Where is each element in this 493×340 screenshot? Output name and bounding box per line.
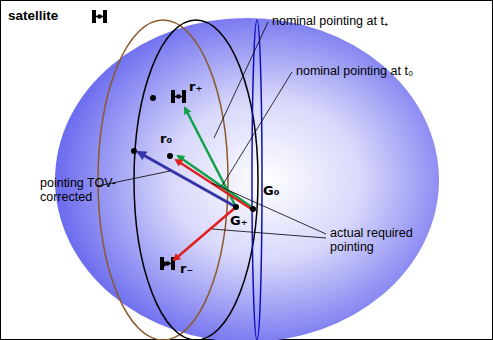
figure-title: satellite: [8, 8, 58, 24]
orbit-dot: [167, 153, 173, 159]
orbit-black: [134, 20, 258, 340]
position-label: r₋: [180, 262, 193, 277]
required-pointing-arrow: [176, 160, 253, 210]
leader-line: [212, 229, 326, 238]
callout-label: pointing TOV-corrected: [40, 176, 128, 205]
satellite-icon: [160, 257, 175, 270]
orbit-dot: [150, 95, 156, 101]
position-label: r₀: [160, 132, 172, 147]
leader-line: [212, 183, 326, 234]
position-label: r₊: [189, 80, 202, 95]
meridian-blue: [252, 20, 262, 340]
satellite-icon: [92, 10, 107, 23]
leader-line: [222, 72, 292, 186]
leader-line: [214, 22, 268, 138]
callout-label: nominal pointing at t₀: [296, 64, 413, 78]
orbit-dot: [131, 148, 137, 154]
ground-point: [250, 206, 256, 212]
ground-point: [233, 204, 239, 210]
callout-label: actual required pointing: [330, 226, 430, 255]
callout-label: nominal pointing at t₊: [272, 14, 388, 28]
tov-corrected-arrow: [138, 152, 236, 207]
ground-point-label: G₀: [263, 184, 279, 199]
ground-point-label: G₊: [230, 214, 248, 229]
satellite-icon: [171, 90, 186, 103]
required-pointing-arrow: [174, 207, 236, 260]
